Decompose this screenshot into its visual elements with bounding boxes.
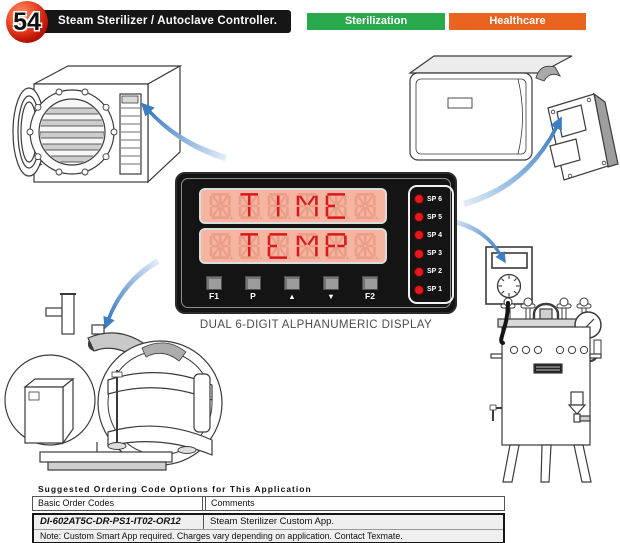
front-loading-autoclave-illustration [12, 64, 183, 184]
page-title: Steam Sterilizer / Autoclave Controller. [38, 10, 291, 33]
ordering-table-body: DI-602AT5C-DR-PS1-IT02-OR12 Steam Steril… [32, 513, 505, 543]
led-label: SP 4 [427, 231, 443, 239]
display-cell [267, 233, 291, 260]
button-key-icon [206, 276, 222, 290]
display-cell [354, 193, 378, 220]
ordering-header-row: Basic Order Codes Comments [32, 496, 505, 511]
led-label: SP 1 [427, 286, 443, 294]
led-indicator-icon [414, 194, 424, 205]
order-code: DI-602AT5C-DR-PS1-IT02-OR12 [34, 515, 204, 529]
display-row-1 [199, 188, 387, 224]
tag-sterilization[interactable]: Sterilization [307, 13, 445, 30]
display-cell [209, 233, 233, 260]
setpoint-led-row: SP 6 [414, 193, 452, 205]
button-key-icon [362, 276, 378, 290]
button-label: F2 [365, 291, 375, 301]
display-cell [209, 193, 233, 220]
ordering-note: Note: Custom Smart App required. Charges… [40, 531, 403, 541]
setpoint-led-column: SP 6 SP 5 SP 4 SP 3 SP 2 SP 1 [408, 185, 454, 304]
controller-panel: SP 6 SP 5 SP 4 SP 3 SP 2 SP 1 F1 P ▲ ▼ F2 [175, 172, 457, 314]
button-label: ▼ [327, 292, 335, 301]
display-cell [296, 233, 320, 260]
button-key-icon [284, 276, 300, 290]
led-indicator-icon [414, 230, 424, 241]
display-caption: DUAL 6-DIGIT ALPHANUMERIC DISPLAY [199, 319, 433, 331]
panel-button-f2: F2 [357, 276, 383, 301]
ordering-section: Suggested Ordering Code Options for This… [32, 484, 505, 543]
tag-healthcare[interactable]: Healthcare [449, 13, 586, 30]
button-label: ▲ [288, 292, 296, 301]
ordering-row: DI-602AT5C-DR-PS1-IT02-OR12 Steam Steril… [34, 515, 503, 530]
led-indicator-icon [414, 248, 424, 259]
horizontal-autoclave-illustration [4, 293, 223, 471]
led-indicator-icon [414, 284, 424, 295]
display-cell [238, 193, 262, 220]
display-cell [238, 233, 262, 260]
display-cell [325, 233, 349, 260]
panel-button-p: P [240, 276, 266, 301]
button-label: F1 [209, 291, 219, 301]
setpoint-led-row: SP 5 [414, 211, 452, 223]
display-cell [296, 193, 320, 220]
led-indicator-icon [414, 266, 424, 277]
setpoint-led-row: SP 4 [414, 229, 452, 241]
ordering-header-comments: Comments [205, 497, 504, 510]
ordering-header-codes: Basic Order Codes [33, 497, 203, 510]
led-label: SP 3 [427, 250, 443, 258]
button-key-icon [323, 276, 339, 290]
panel-button-f1: F1 [201, 276, 227, 301]
page-number-badge: 54 [6, 1, 48, 43]
vertical-sterilizer-illustration [489, 297, 602, 483]
setpoint-led-row: SP 3 [414, 248, 452, 260]
button-key-icon [245, 276, 261, 290]
panel-button-up: ▲ [279, 276, 305, 301]
led-label: SP 6 [427, 195, 443, 203]
display-cell [354, 233, 378, 260]
display-cell [267, 193, 291, 220]
led-indicator-icon [414, 212, 424, 223]
led-label: SP 2 [427, 268, 443, 276]
order-comment: Steam Sterilizer Custom App. [210, 516, 335, 527]
display-cell [325, 193, 349, 220]
led-label: SP 5 [427, 213, 443, 221]
panel-button-down: ▼ [318, 276, 344, 301]
button-label: P [250, 291, 256, 301]
setpoint-led-row: SP 2 [414, 266, 452, 278]
panel-button-row: F1 P ▲ ▼ F2 [201, 276, 383, 301]
display-row-2 [199, 228, 387, 264]
ordering-title: Suggested Ordering Code Options for This… [38, 484, 312, 494]
setpoint-led-row: SP 1 [414, 284, 452, 296]
